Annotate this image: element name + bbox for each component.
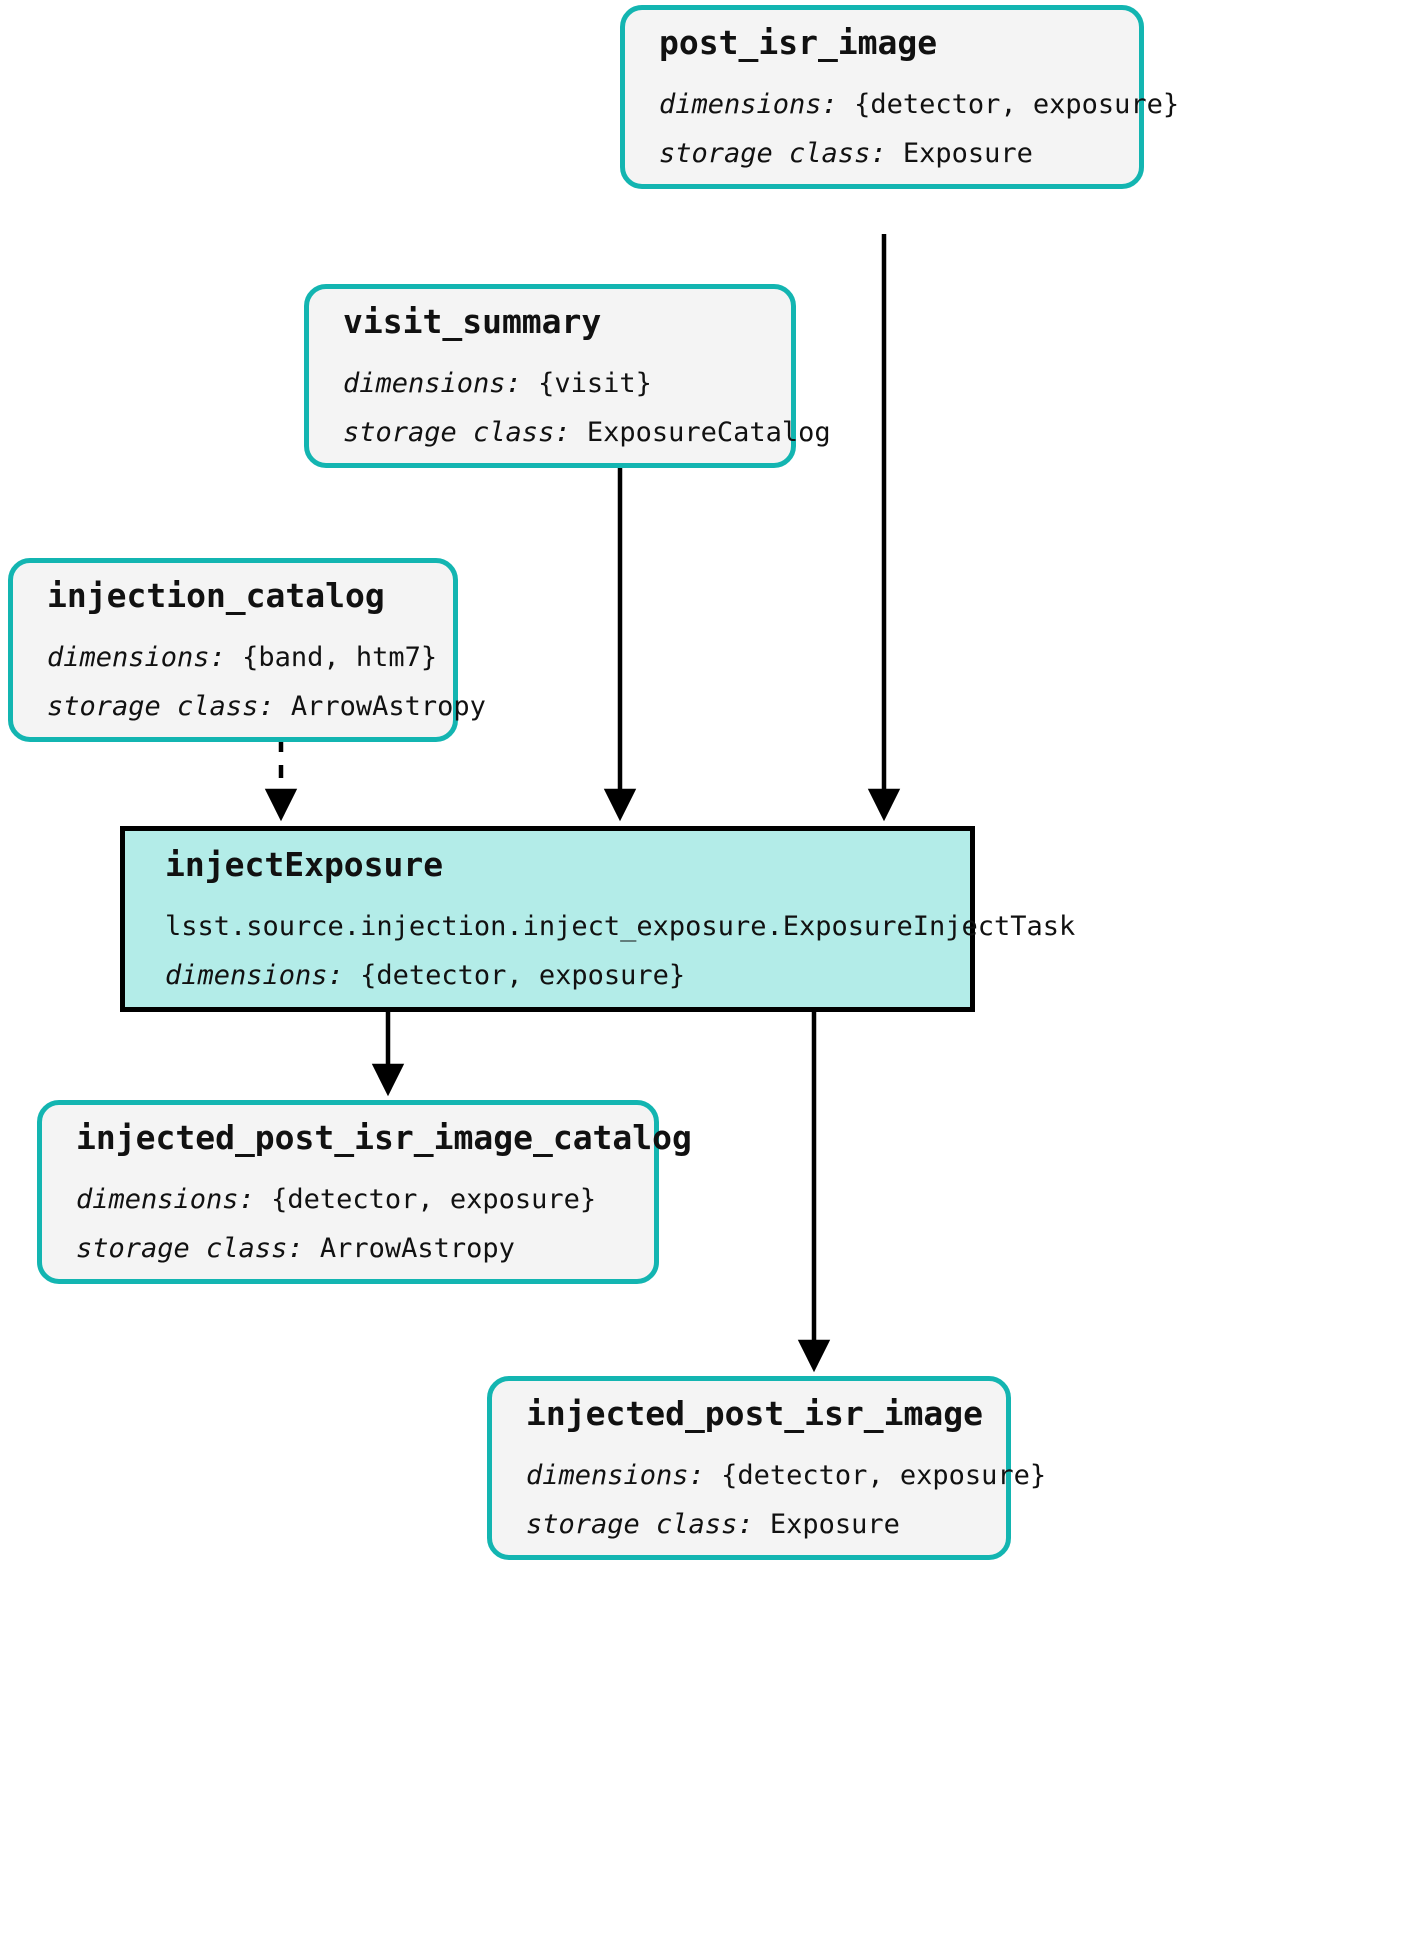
node-title: visit_summary <box>343 301 602 341</box>
node-dimensions-line: dimensions: {band, htm7} <box>47 641 437 673</box>
dimensions-label: dimensions: <box>526 1459 705 1491</box>
node-inject-exposure-task[interactable]: injectExposure lsst.source.injection.inj… <box>120 826 1076 1012</box>
node-title: injected_post_isr_image_catalog <box>76 1117 692 1157</box>
dimensions-value: {detector, exposure} <box>854 88 1180 120</box>
storage-class-label: storage class: <box>343 416 571 448</box>
node-post-isr-image[interactable]: post_isr_image dimensions: {detector, ex… <box>620 5 1179 189</box>
dimensions-label: dimensions: <box>47 641 226 673</box>
storage-class-label: storage class: <box>659 137 887 169</box>
dimensions-value: {band, htm7} <box>242 641 438 673</box>
node-storage-class-line: storage class: Exposure <box>526 1509 972 1540</box>
dimensions-label: dimensions: <box>165 959 344 991</box>
storage-class-label: storage class: <box>47 690 275 722</box>
dimensions-label: dimensions: <box>343 367 522 399</box>
dimensions-value: {detector, exposure} <box>271 1183 597 1215</box>
node-dimensions-line: dimensions: {detector, exposure} <box>76 1184 620 1215</box>
node-dimensions-line: dimensions: {detector, exposure} <box>165 960 930 991</box>
node-injection-catalog[interactable]: injection_catalog dimensions: {band, htm… <box>8 558 486 742</box>
node-storage-class-line: storage class: Exposure <box>659 138 1105 169</box>
storage-class-value: ArrowAstropy <box>319 1232 515 1264</box>
dimensions-value: {detector, exposure} <box>721 1459 1047 1491</box>
node-title: post_isr_image <box>659 22 938 62</box>
storage-class-value: ArrowAstropy <box>290 690 486 722</box>
node-title: injectExposure <box>165 844 444 884</box>
node-dimensions-line: dimensions: {visit} <box>343 368 757 399</box>
dimensions-label: dimensions: <box>659 88 838 120</box>
node-storage-class-line: storage class: ArrowAstropy <box>47 690 486 722</box>
node-storage-class-line: storage class: ExposureCatalog <box>343 416 831 448</box>
node-visit-summary[interactable]: visit_summary dimensions: {visit} storag… <box>304 284 831 468</box>
node-title: injected_post_isr_image <box>526 1393 983 1433</box>
storage-class-value: Exposure <box>902 137 1033 169</box>
node-dimensions-line: dimensions: {detector, exposure} <box>526 1459 1046 1491</box>
storage-class-label: storage class: <box>526 1508 754 1540</box>
node-storage-class-line: storage class: ArrowAstropy <box>76 1233 620 1264</box>
node-title: injection_catalog <box>47 575 385 615</box>
dimensions-value: {detector, exposure} <box>360 959 686 991</box>
storage-class-label: storage class: <box>76 1232 304 1264</box>
node-dimensions-line: dimensions: {detector, exposure} <box>659 88 1179 120</box>
node-injected-post-isr-image-catalog[interactable]: injected_post_isr_image_catalog dimensio… <box>37 1100 692 1284</box>
node-class-path: lsst.source.injection.inject_exposure.Ex… <box>165 910 1076 942</box>
dimensions-value: {visit} <box>538 367 652 399</box>
node-injected-post-isr-image[interactable]: injected_post_isr_image dimensions: {det… <box>487 1376 1046 1560</box>
dimensions-label: dimensions: <box>76 1183 255 1215</box>
storage-class-value: Exposure <box>769 1508 900 1540</box>
storage-class-value: ExposureCatalog <box>586 416 831 448</box>
